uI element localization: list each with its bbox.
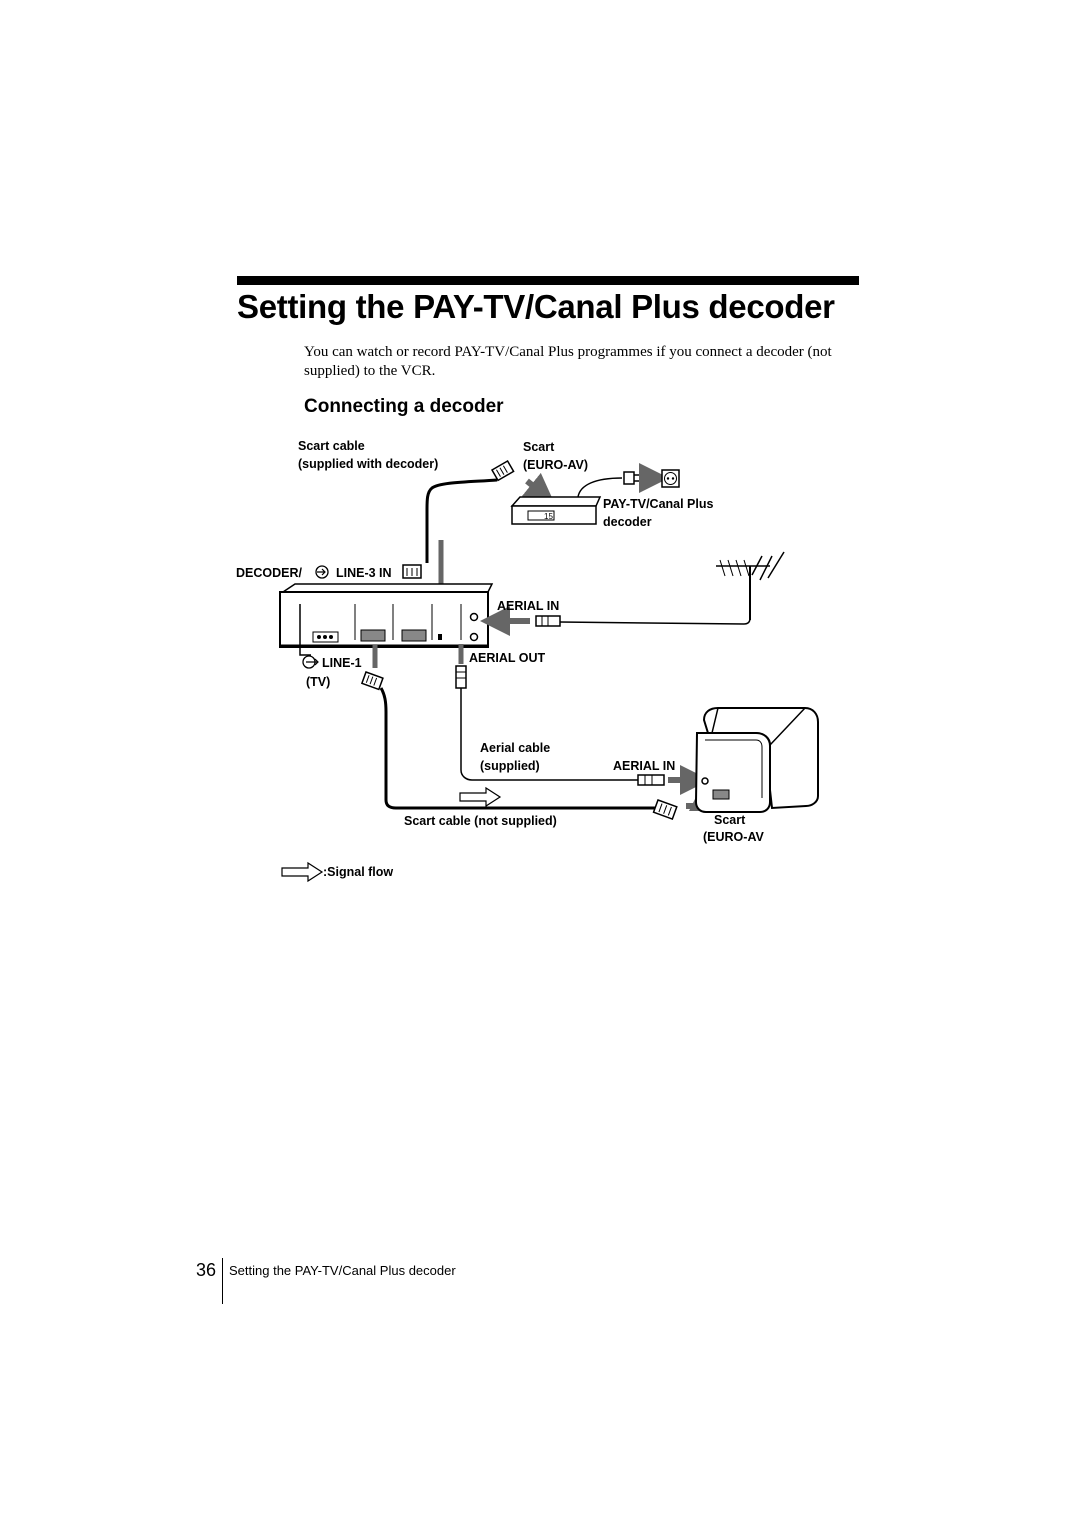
arrow-to-decoder [521,472,555,504]
page-title: Setting the PAY-TV/Canal Plus decoder [237,288,835,325]
scart-cable-tv [379,687,656,810]
scart-plug-top [490,459,515,482]
label-decoder-scart: Scart [523,440,555,454]
decoder-box: 15 [510,496,602,525]
vcr-rear-panel [279,583,494,656]
aerial-plug-vcr-out [455,665,467,689]
tv-set-icon [694,707,819,813]
signal-flow-arrow-icon [459,786,502,808]
label-line3-in: LINE-3 IN [336,566,392,580]
title-rule [237,276,859,285]
label-decoder-euro-av: (EURO-AV) [523,458,588,472]
label-vcr-aerial-out: AERIAL OUT [469,651,546,665]
label-line1: LINE-1 [322,656,362,670]
label-scart-cable: Scart cable [298,439,365,453]
label-decoder-word: decoder [603,515,652,529]
legend-signal-flow-icon [281,861,324,883]
running-title: Setting the PAY-TV/Canal Plus decoder [229,1263,456,1278]
scart-plug-line1 [360,671,384,691]
label-tv-aerial-in: AERIAL IN [613,759,675,773]
label-aerial-supplied: (supplied) [480,759,540,773]
wall-outlet-icon [661,469,680,488]
decoder-power-cord [577,477,623,498]
scart-cable-decoder [425,478,498,563]
line-out-icon [302,655,319,669]
scart-plug-decoder-port [402,564,422,579]
aerial-cable-antenna [559,600,751,625]
intro-paragraph: You can watch or record PAY-TV/Canal Plu… [304,344,832,379]
aerial-plug-vcr-in [535,615,561,627]
decoder-display: 15 [544,512,553,521]
aerial-plug-tv [637,774,665,786]
page-number: 36 [196,1260,217,1280]
label-tv-scart: Scart [714,813,746,827]
label-aerial-cable: Aerial cable [480,741,550,755]
legend-signal-flow-label: :Signal flow [323,865,393,879]
section-heading: Connecting a decoder [304,396,504,417]
power-plug-icon [623,471,639,485]
footer-divider [222,1258,223,1304]
label-scart-cable-not-supplied: Scart cable (not supplied) [404,814,557,828]
label-supplied-with-decoder: (supplied with decoder) [298,457,438,471]
label-tv: (TV) [306,675,330,689]
label-tv-euro-av: (EURO-AV [703,830,765,844]
line-in-icon [315,565,329,579]
scart-plug-tv [652,799,678,821]
label-decoder-name: PAY-TV/Canal Plus [603,497,714,511]
label-vcr-aerial-in: AERIAL IN [497,599,559,613]
aerial-cable-tv [460,688,638,781]
label-decoder-port: DECODER/ [236,566,303,580]
